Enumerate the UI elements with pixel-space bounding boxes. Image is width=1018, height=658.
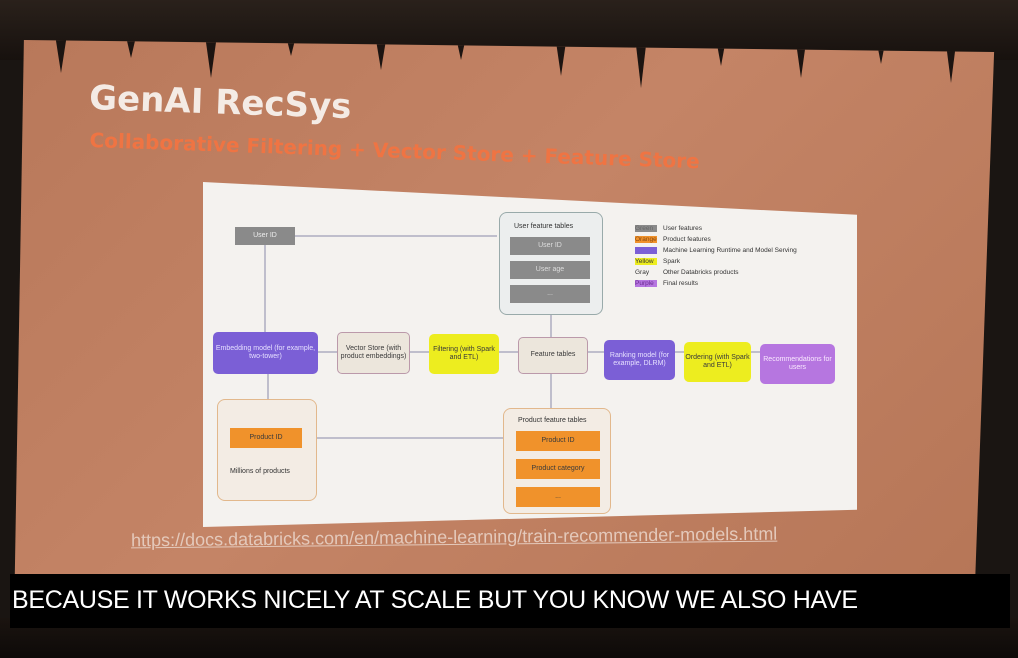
- products-group: Product ID Millions of products: [217, 399, 317, 501]
- legend-item: Orange Product features: [635, 236, 711, 243]
- ordering-node: Ordering (with Spark and ETL): [684, 342, 751, 382]
- ranking-model-node: Ranking model (for example, DLRM): [604, 340, 675, 380]
- millions-of-products-label: Millions of products: [230, 468, 290, 475]
- product-feature-tables-group: Product feature tables Product ID Produc…: [503, 408, 611, 514]
- legend-item: Purple Final results: [635, 280, 698, 287]
- product-feature-tables-label: Product feature tables: [518, 417, 587, 424]
- legend-desc: User features: [663, 225, 703, 232]
- legend-key: Gray: [635, 269, 650, 276]
- legend-desc: Product features: [663, 236, 711, 243]
- legend-key: Yellow: [635, 258, 657, 265]
- user-feature-item: User ID: [510, 237, 590, 255]
- architecture-diagram: User ID User feature tables User ID User…: [203, 182, 857, 527]
- legend-key: Orange: [635, 236, 657, 243]
- feature-tables-node: Feature tables: [518, 337, 588, 374]
- legend-desc: Final results: [663, 280, 699, 287]
- user-id-node: User ID: [235, 227, 295, 245]
- product-feature-item: ...: [516, 487, 600, 507]
- legend-key: Purple: [635, 280, 657, 287]
- legend-item: Yellow Spark: [635, 258, 680, 265]
- product-id-node: Product ID: [230, 428, 302, 448]
- legend-desc: Spark: [663, 258, 680, 265]
- legend-item: Blue Machine Learning Runtime and Model …: [635, 247, 797, 254]
- legend-item: Green User features: [635, 225, 702, 232]
- legend-item: Gray Other Databricks products: [635, 269, 739, 276]
- user-feature-item: ...: [510, 285, 590, 303]
- legend-desc: Other Databricks products: [663, 269, 739, 276]
- product-feature-item: Product ID: [516, 431, 600, 451]
- legend-key: Green: [635, 225, 657, 232]
- product-feature-item: Product category: [516, 459, 600, 479]
- subtitle-caption-bar: BECAUSE IT WORKS NICELY AT SCALE BUT YOU…: [10, 574, 1010, 628]
- legend-desc: Machine Learning Runtime and Model Servi…: [663, 247, 797, 254]
- caption-text: BECAUSE IT WORKS NICELY AT SCALE BUT YOU…: [12, 586, 858, 614]
- recommendations-node: Recommendations for users: [760, 344, 835, 384]
- user-feature-item: User age: [510, 261, 590, 279]
- filtering-node: Filtering (with Spark and ETL): [429, 334, 499, 374]
- user-feature-tables-label: User feature tables: [514, 223, 574, 230]
- legend-key: Blue: [635, 247, 657, 254]
- user-feature-tables-group: User feature tables User ID User age ...: [499, 212, 603, 315]
- embedding-model-node: Embedding model (for example, two-tower): [213, 332, 318, 374]
- vector-store-node: Vector Store (with product embeddings): [337, 332, 410, 374]
